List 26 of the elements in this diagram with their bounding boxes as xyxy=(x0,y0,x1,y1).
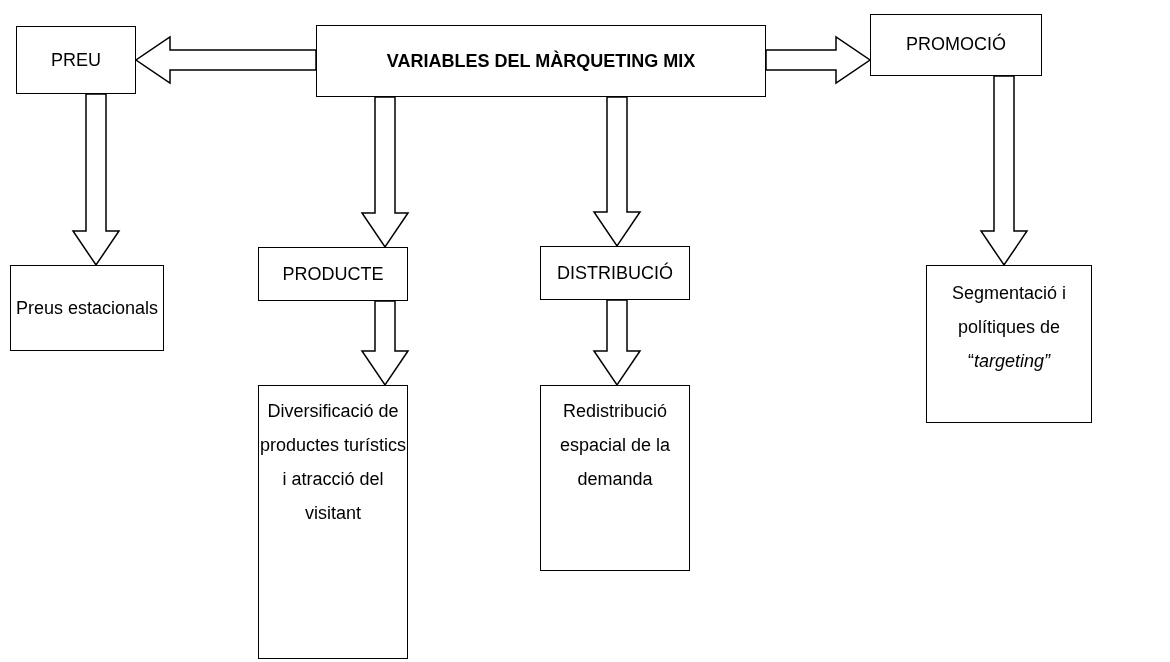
text-box xyxy=(540,385,690,571)
text-box xyxy=(540,246,690,300)
text-box xyxy=(258,247,408,301)
block-arrow xyxy=(979,75,1029,267)
box-label: Redistribució espacial de la demanda xyxy=(558,400,672,491)
text-box xyxy=(10,265,164,351)
block-arrow xyxy=(592,299,642,387)
box-label: Preus estacionals xyxy=(15,297,159,320)
block-arrow xyxy=(592,96,642,248)
box-label: PROMOCIÓ xyxy=(906,32,1006,56)
block-arrow xyxy=(134,35,317,85)
text-box xyxy=(258,385,408,659)
block-arrow xyxy=(71,93,121,267)
box-label: DISTRIBUCIÓ xyxy=(557,261,673,285)
box-label: Segmentació i polítiques de “targeting” xyxy=(950,282,1068,373)
box-label: PREU xyxy=(51,49,101,72)
text-box xyxy=(870,14,1042,76)
box-label: PRODUCTE xyxy=(282,263,384,286)
box-label: VARIABLES DEL MÀRQUETING MIX xyxy=(386,49,696,73)
text-box xyxy=(926,265,1092,423)
block-arrow xyxy=(765,35,872,85)
text-box xyxy=(16,26,136,94)
box-label: Diversificació de productes turístics i atracció del visitant xyxy=(259,400,407,525)
block-arrow xyxy=(360,300,410,387)
block-arrow xyxy=(360,96,410,249)
text-box xyxy=(316,25,766,97)
